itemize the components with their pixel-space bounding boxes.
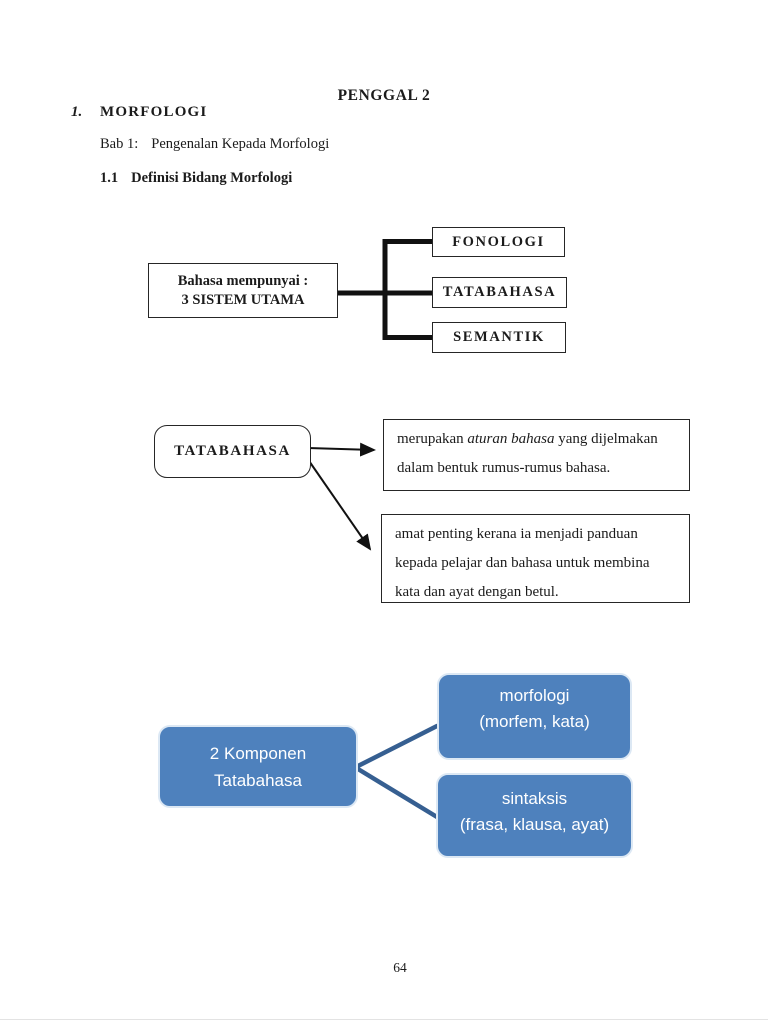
definition-line2: dalam bentuk rumus-rumus bahasa. [397, 460, 611, 476]
tatabahasa-definition-box: merupakan aturan bahasa yang dijelmakan … [383, 419, 690, 491]
heading-number: 1. [71, 104, 83, 120]
tatabahasa-arrows [306, 442, 376, 551]
sistem-bracket [338, 239, 434, 340]
komponen-connectors [355, 723, 440, 820]
komponen-source-line1: 2 Komponen [209, 743, 307, 763]
sintaksis-label: sintaksis [501, 789, 568, 808]
komponen-source-line2: Tatabahasa [214, 770, 302, 790]
chapter-title: Pengenalan Kepada Morfologi [151, 136, 330, 152]
sistem-target-semantik: SEMANTIK [432, 322, 566, 353]
sistem-target-fonologi: FONOLOGI [432, 227, 565, 257]
heading-label: MORFOLOGI [100, 104, 208, 120]
morfologi-label: morfologi [499, 686, 570, 705]
definition-italic-phrase: aturan bahasa [467, 431, 555, 447]
page-number: 64 [393, 960, 407, 975]
page-title: PENGGAL 2 [337, 87, 431, 104]
sintaksis-sublabel: (frasa, klausa, ayat) [459, 815, 610, 834]
tatabahasa-importance-box: amat penting kerana ia menjadi panduan k… [381, 514, 690, 603]
sistem-target-tatabahasa: TATABAHASA [432, 277, 567, 308]
morfologi-sublabel: (morfem, kata) [479, 712, 590, 731]
importance-line3: kata dan ayat dengan betul. [395, 584, 559, 600]
komponen-source-box: 2 Komponen Tatabahasa [158, 725, 358, 808]
sistem-source-line2: 3 SISTEM UTAMA [181, 291, 305, 308]
komponen-branch-morfologi: morfologi (morfem, kata) [437, 673, 632, 760]
komponen-branch-sintaksis: sintaksis (frasa, klausa, ayat) [436, 773, 633, 858]
page-bottom-edge [0, 1019, 768, 1020]
section-title: Definisi Bidang Morfologi [131, 170, 293, 186]
sistem-source-box: Bahasa mempunyai : 3 SISTEM UTAMA [148, 263, 338, 318]
importance-line2: kepada pelajar dan bahasa untuk membina [395, 555, 650, 571]
definition-line1: merupakan aturan bahasa yang dijelmakan [397, 431, 658, 447]
tatabahasa-source-box: TATABAHASA [154, 425, 311, 478]
importance-line1: amat penting kerana ia menjadi panduan [395, 526, 638, 542]
chapter-line: Bab 1: Pengenalan Kepada Morfologi [100, 136, 329, 153]
section-line: 1.1 Definisi Bidang Morfologi [100, 170, 292, 187]
sistem-source-line1: Bahasa mempunyai : [177, 272, 309, 289]
chapter-label: Bab 1: [100, 136, 139, 152]
section-number: 1.1 [100, 170, 119, 186]
